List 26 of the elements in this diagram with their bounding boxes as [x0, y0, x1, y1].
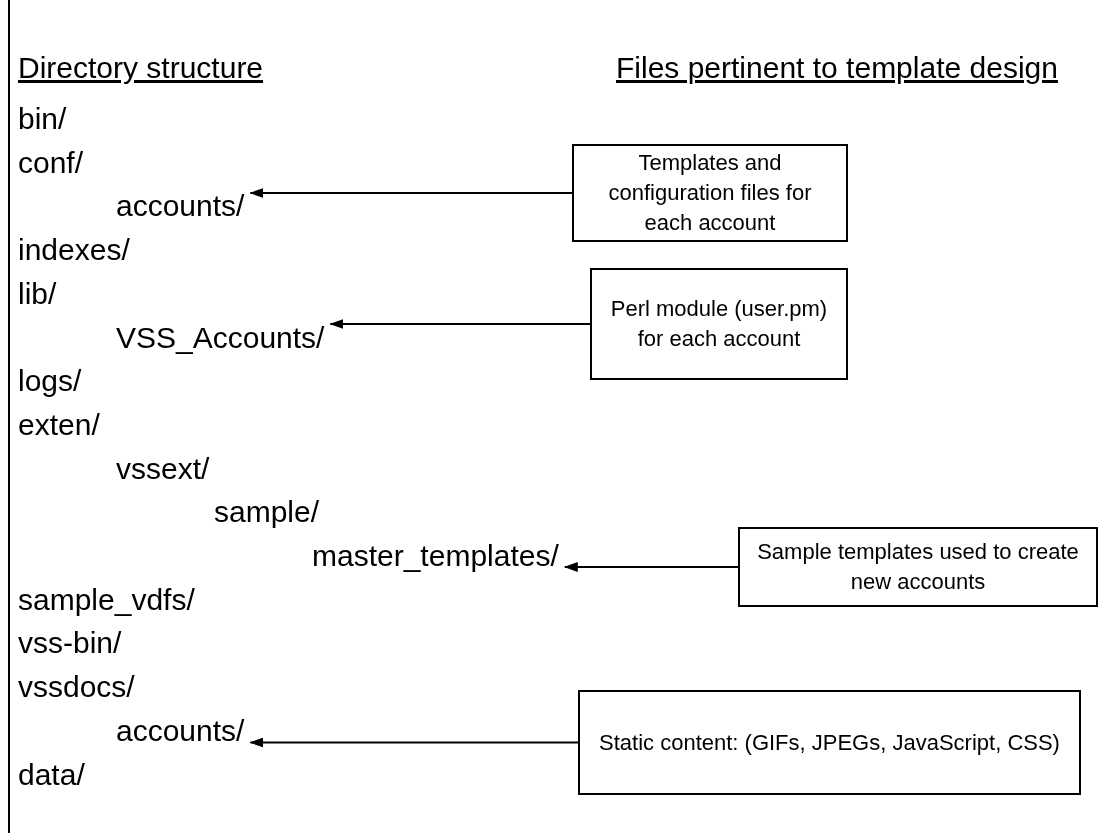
directory-name: accounts/: [116, 186, 245, 227]
directory-name: data/: [18, 756, 85, 793]
directory-name: conf/: [18, 144, 84, 181]
directory-name: bin/: [18, 101, 67, 137]
column-heading: Directory structure: [18, 50, 264, 86]
directory-name: sample_vdfs/: [18, 581, 195, 618]
directory-name: master_templates/: [312, 536, 559, 576]
directory-name: VSS_Accounts/: [116, 317, 325, 358]
directory-name: exten/: [18, 406, 100, 443]
directory-name: vssdocs/: [18, 669, 135, 706]
directory-name: lib/: [18, 275, 57, 312]
directory-name: indexes/: [18, 232, 130, 269]
note-box: Static content: (GIFs, JPEGs, JavaScript, CSS): [578, 690, 1081, 795]
column-heading: Files pertinent to template design: [616, 50, 1058, 86]
directory-name: sample/: [214, 494, 320, 531]
arrow: [329, 319, 591, 329]
note-box: Sample templates used to create new accounts: [738, 527, 1098, 607]
note-box: Templates and configuration files for each account: [572, 144, 848, 242]
note-box: Perl module (user.pm) for each account: [590, 268, 848, 380]
arrow: [563, 562, 739, 572]
directory-name: vssext/: [116, 450, 210, 487]
arrow: [249, 188, 573, 198]
directory-name: accounts/: [116, 710, 245, 751]
arrow: [249, 737, 579, 748]
directory-name: vss-bin/: [18, 625, 122, 662]
directory-name: logs/: [18, 363, 82, 400]
